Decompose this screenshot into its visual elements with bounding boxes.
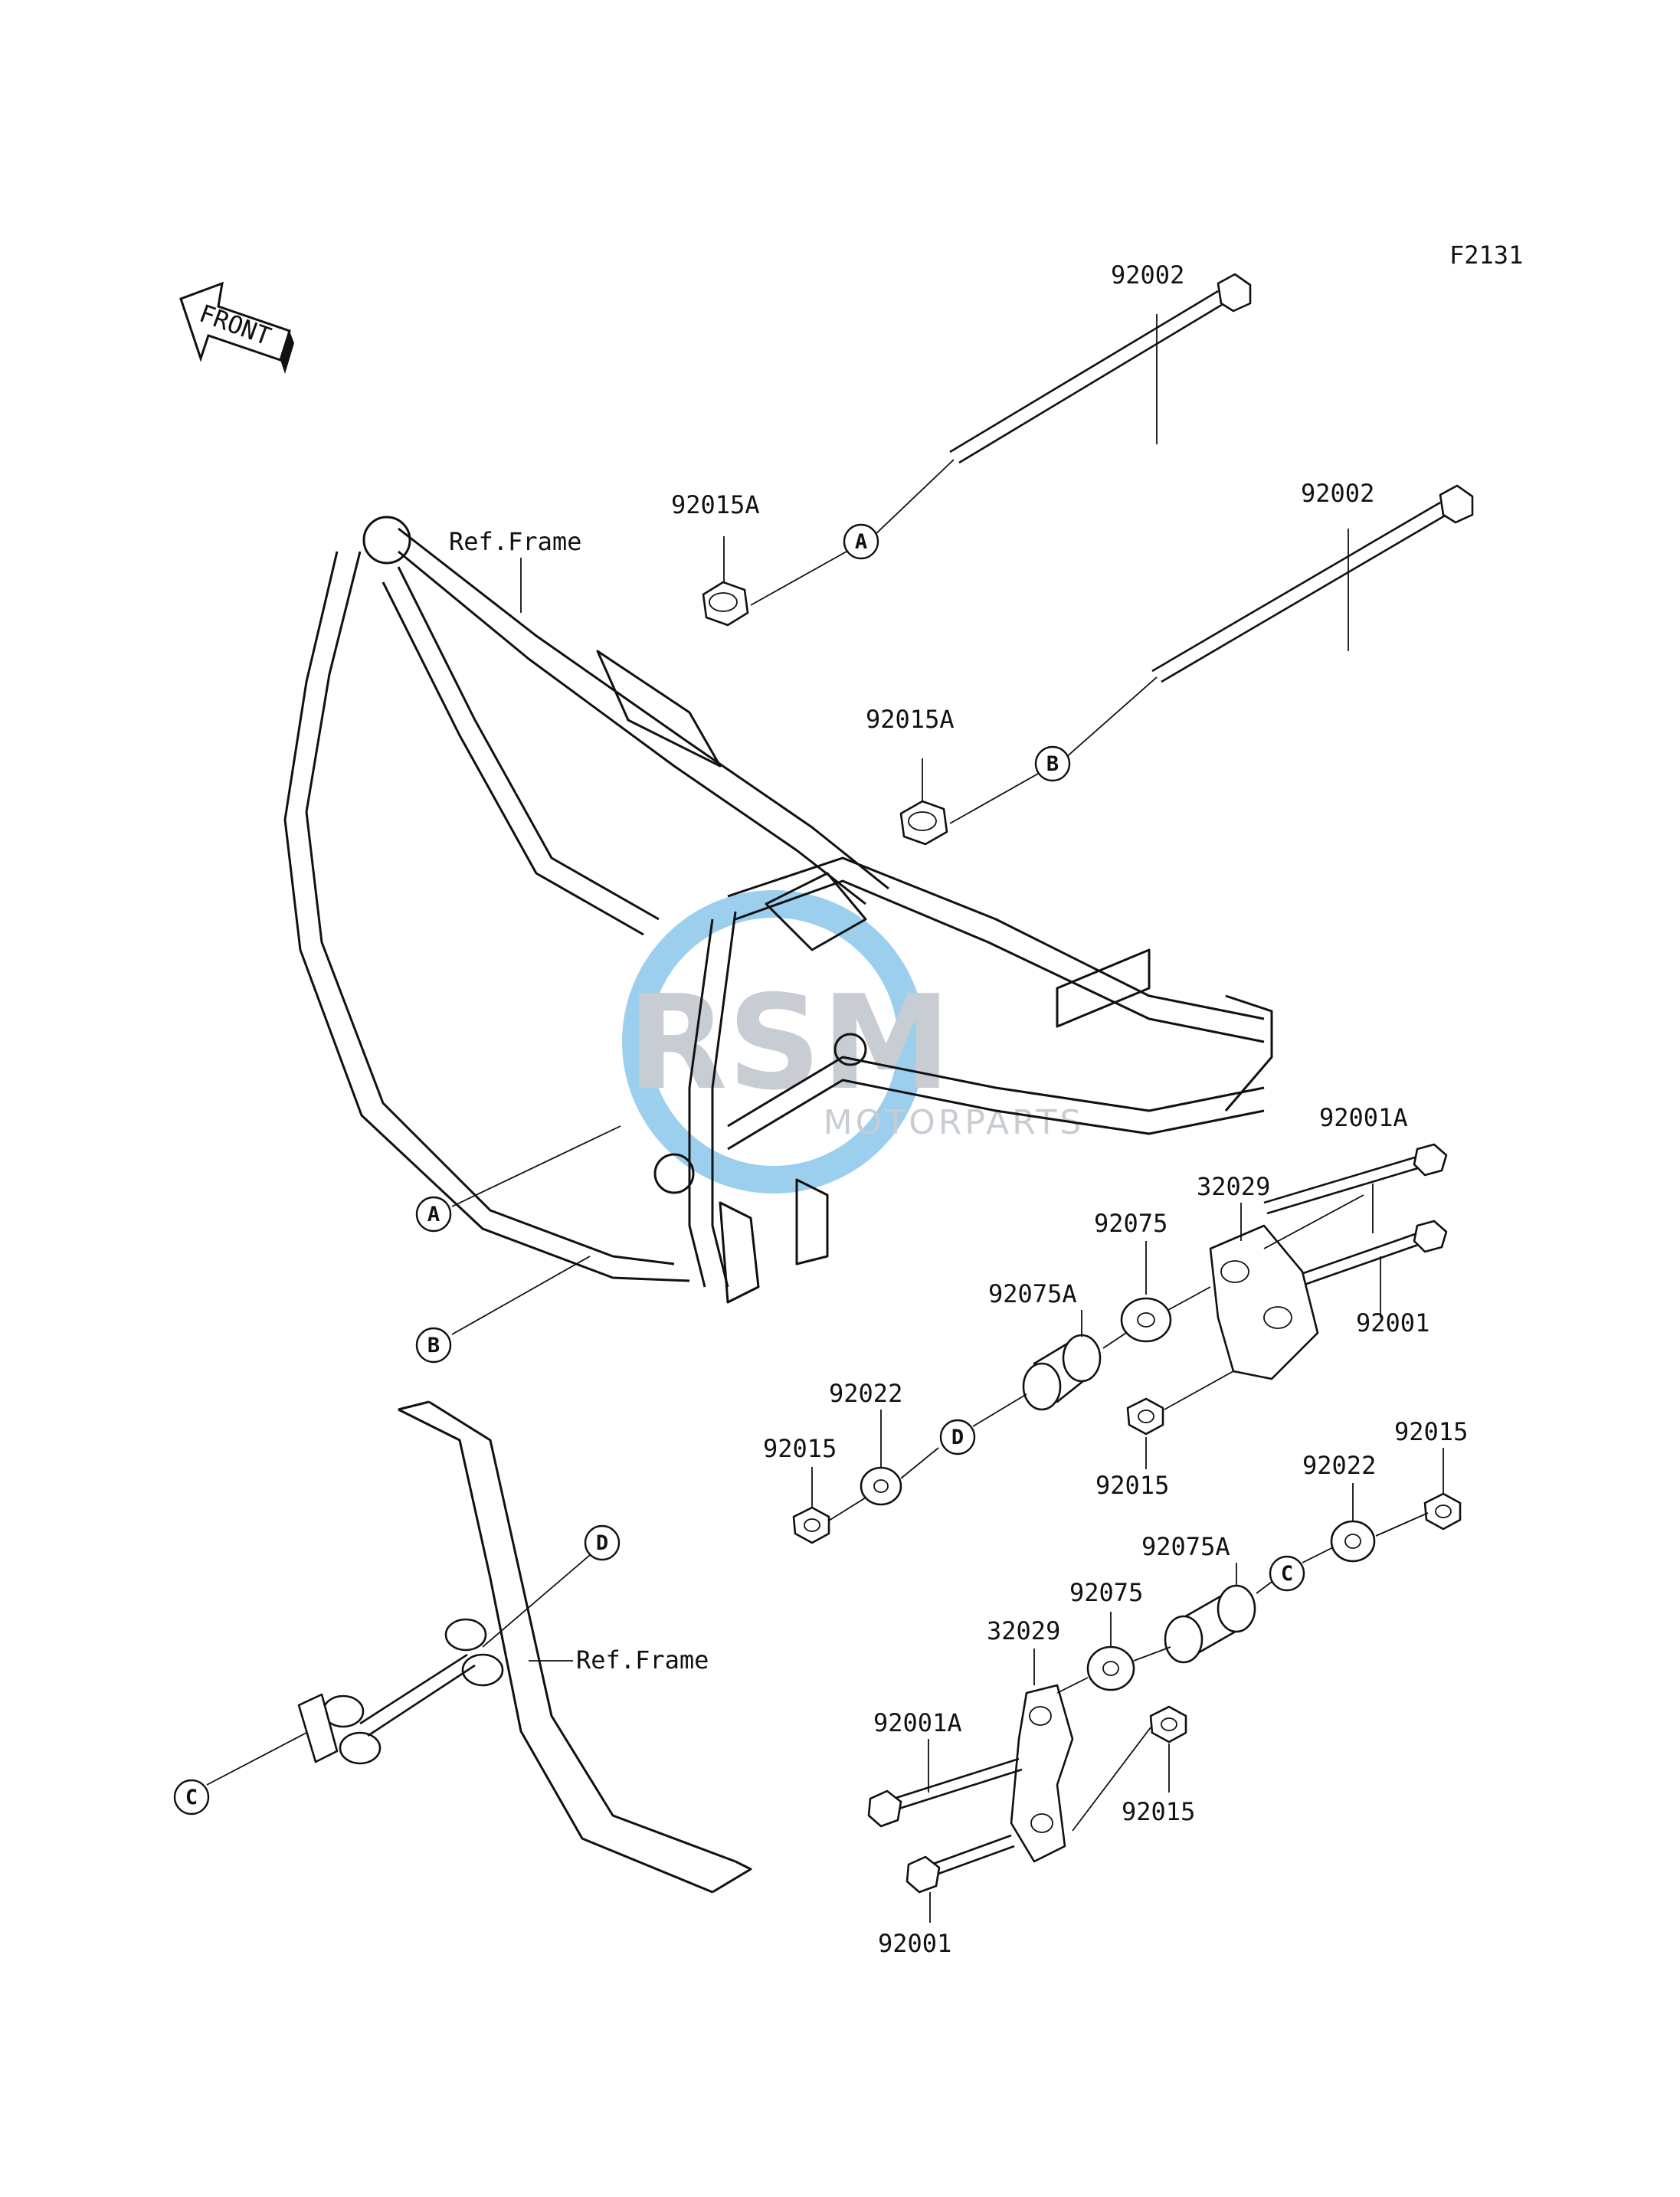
bolt-92001A-upper <box>1263 1143 1448 1215</box>
watermark-brand: RSM <box>627 968 951 1119</box>
nut-92015-left <box>792 1506 830 1544</box>
washer-92022-right <box>1330 1520 1376 1563</box>
svg-text:B: B <box>427 1334 440 1357</box>
part-label-92075A-lower: 92075A <box>1141 1532 1230 1561</box>
washer-92022-left <box>860 1466 902 1506</box>
watermark-ring <box>622 890 925 1193</box>
nut-92015-right-upper <box>1126 1397 1164 1436</box>
callout-D-lower-left: D <box>584 1524 621 1561</box>
part-label-92001A-upper: 92001A <box>1319 1103 1408 1132</box>
part-label-92002-upper: 92002 <box>1111 260 1184 290</box>
part-label-92075-lower: 92075 <box>1069 1578 1143 1607</box>
washer-92075-upper <box>1120 1297 1172 1343</box>
part-label-92001A-lower: 92001A <box>873 1708 962 1737</box>
svg-text:A: A <box>427 1203 440 1226</box>
bolt-92001A-lower <box>867 1757 1023 1828</box>
part-label-92001-lower: 92001 <box>878 1929 951 1958</box>
part-label-92022-right: 92022 <box>1302 1451 1376 1480</box>
callout-B-frame: B <box>415 1327 452 1364</box>
part-label-92015A-upper: 92015A <box>671 490 760 519</box>
part-label-92015-left: 92015 <box>763 1434 837 1463</box>
lower-frame-rail <box>398 1400 752 1894</box>
svg-text:C: C <box>1281 1562 1293 1586</box>
lower-cross-member <box>297 1618 504 1765</box>
nut-92015-lower-right <box>1149 1705 1187 1744</box>
nut-92015A-lower <box>899 800 948 846</box>
bracket-32029-lower <box>1010 1684 1074 1863</box>
front-arrow-icon: FRONT <box>179 281 294 374</box>
svg-text:C: C <box>185 1786 198 1809</box>
motorcycle-frame <box>283 516 1273 1304</box>
part-label-92022-left: 92022 <box>829 1379 902 1408</box>
washer-92075-lower <box>1086 1645 1135 1691</box>
diagram-id: F2131 <box>1449 241 1523 270</box>
bolt-92002-lower <box>1151 484 1474 683</box>
part-label-92075-upper: 92075 <box>1094 1209 1167 1238</box>
callout-C-lower-left: C <box>173 1779 210 1816</box>
svg-text:A: A <box>855 530 867 554</box>
svg-text:D: D <box>596 1531 608 1555</box>
part-label-92002-lower: 92002 <box>1301 479 1374 508</box>
part-label-32029-lower: 32029 <box>987 1616 1060 1645</box>
ref-frame-label-upper: Ref.Frame <box>449 527 581 556</box>
watermark-tagline: MOTORPARTS <box>824 1103 1085 1142</box>
part-label-92015A-lower: 92015A <box>866 705 955 734</box>
bolt-92001-lower <box>905 1834 1015 1894</box>
svg-text:D: D <box>951 1426 964 1449</box>
callout-A-frame: A <box>415 1196 452 1233</box>
callout-B-upper: B <box>1034 745 1071 782</box>
part-label-92075A-upper: 92075A <box>988 1279 1077 1308</box>
bushing-92075A-lower <box>1164 1584 1256 1664</box>
part-label-92015-right: 92015 <box>1394 1417 1468 1446</box>
watermark: RSM MOTORPARTS <box>622 890 1085 1193</box>
part-label-92015-center: 92015 <box>1095 1471 1169 1500</box>
part-label-92001-upper: 92001 <box>1356 1308 1429 1338</box>
callout-D-right: D <box>939 1419 976 1455</box>
bracket-32029-upper <box>1209 1224 1319 1380</box>
callout-C-right: C <box>1269 1555 1305 1592</box>
part-label-32029-upper: 32029 <box>1197 1172 1270 1201</box>
nut-92015-right-lower <box>1423 1492 1462 1531</box>
part-label-92015-lower: 92015 <box>1122 1797 1195 1826</box>
ref-frame-label-lower: Ref.Frame <box>576 1645 709 1675</box>
bolt-92002-upper <box>949 273 1252 464</box>
svg-text:B: B <box>1046 752 1059 776</box>
nut-92015A-upper <box>702 581 749 627</box>
bushing-92075A-upper <box>1022 1334 1102 1411</box>
callout-A-upper: A <box>843 523 879 560</box>
